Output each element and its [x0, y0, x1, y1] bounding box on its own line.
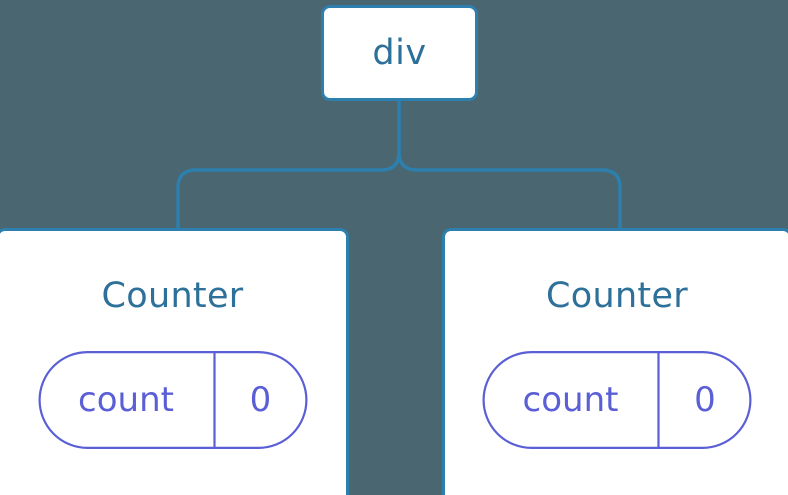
node-counter-1-title: Counter — [546, 276, 688, 316]
state-pill-counter-1[interactable]: count 0 — [482, 351, 752, 450]
state-value-count: 0 — [694, 380, 716, 420]
state-value-count: 0 — [249, 380, 272, 420]
node-div-label: div — [372, 32, 427, 73]
state-key-count: count — [78, 380, 174, 420]
edge-root-to-counter-0 — [176, 100, 401, 230]
node-counter-0[interactable]: Counter count 0 — [0, 228, 349, 495]
state-pill-shape — [38, 351, 307, 450]
state-key-count: count — [522, 380, 619, 420]
state-pill-shape — [482, 351, 752, 450]
node-counter-0-title: Counter — [101, 276, 244, 316]
edge-root-to-counter-1 — [397, 100, 622, 230]
node-div[interactable]: div — [321, 5, 478, 101]
state-pill-counter-0[interactable]: count 0 — [38, 351, 307, 450]
node-counter-1[interactable]: Counter count 0 — [442, 228, 788, 495]
